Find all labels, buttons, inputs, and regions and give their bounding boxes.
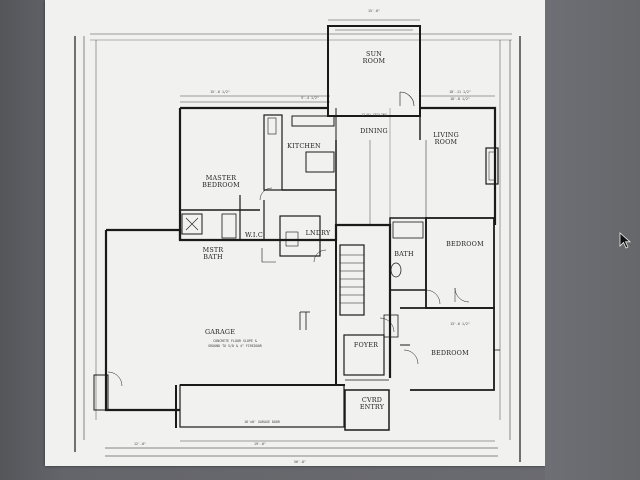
bath-label: BATH xyxy=(394,250,414,258)
dining-label: DINING xyxy=(360,127,388,135)
stairs xyxy=(339,244,365,316)
entry-label-2: ENTRY xyxy=(360,403,385,411)
sun-room-label-2: ROOM xyxy=(363,57,386,65)
bedroom-2-walls xyxy=(400,307,495,391)
master-bath-label-2: BATH xyxy=(203,253,223,261)
sun-room-label-1: SUN xyxy=(366,50,382,58)
garage-label: GARAGE xyxy=(205,328,235,336)
master-bath-label-1: MSTR xyxy=(203,246,224,254)
dim-garage-bottom-left: 12'-0" xyxy=(134,442,146,446)
dim-living-top2: 18'-8 1/2" xyxy=(450,97,470,101)
dim-overall-bottom: 56'-8" xyxy=(294,460,306,464)
dim-garage-bottom-mid: 19'-0" xyxy=(254,442,266,446)
dim-bedroom-right: 13'-6 1/2" xyxy=(450,322,470,326)
living-room-label-2: ROOM xyxy=(435,138,458,146)
kitchen-label: KITCHEN xyxy=(287,142,321,150)
kitchen-counter xyxy=(263,114,283,191)
sun-room-walls xyxy=(327,25,421,117)
bedroom-2-label: BEDROOM xyxy=(431,349,469,357)
garage-door xyxy=(179,384,345,428)
dim-top: 15'-0" xyxy=(368,9,380,13)
garage-note-line1: CONCRETE FLOOR SLOPE & xyxy=(213,339,257,343)
wic-label: W.I.C. xyxy=(245,231,265,239)
garage-door-note: 16'x8' GARAGE DOOR xyxy=(244,420,280,424)
laundry-walls xyxy=(279,215,321,257)
foyer-label: FOYER xyxy=(354,341,378,349)
kitchen-island xyxy=(305,151,335,173)
laundry-label: LNDRY xyxy=(306,229,331,237)
master-bedroom-label-2: BEDROOM xyxy=(202,181,240,189)
mouse-cursor-icon xyxy=(619,232,632,249)
dim-living-top: 18'-11 1/2" xyxy=(449,90,471,94)
dim-kitchen-top-right: 5'-4 1/2" xyxy=(301,96,319,100)
dim-kitchen-top-left: 15'-6 1/2" xyxy=(210,90,230,94)
bedroom-1-label: BEDROOM xyxy=(446,240,484,248)
covered-entry-walls xyxy=(344,389,390,431)
foyer-walls xyxy=(343,334,385,376)
blueprint-sheet xyxy=(45,0,545,466)
fireplace xyxy=(485,147,499,185)
living-room-label-1: LIVING xyxy=(433,131,459,139)
ceiling-note: 12'0" CEILING xyxy=(361,113,387,117)
garage-note-line2: GROUND TO 5/8 & 4" FIREDOOR xyxy=(208,344,262,348)
garage-walls xyxy=(104,228,182,412)
master-shower xyxy=(181,213,203,235)
entry-label-1: CVRD xyxy=(362,396,382,404)
master-bedroom-label-1: MASTER xyxy=(206,174,236,182)
